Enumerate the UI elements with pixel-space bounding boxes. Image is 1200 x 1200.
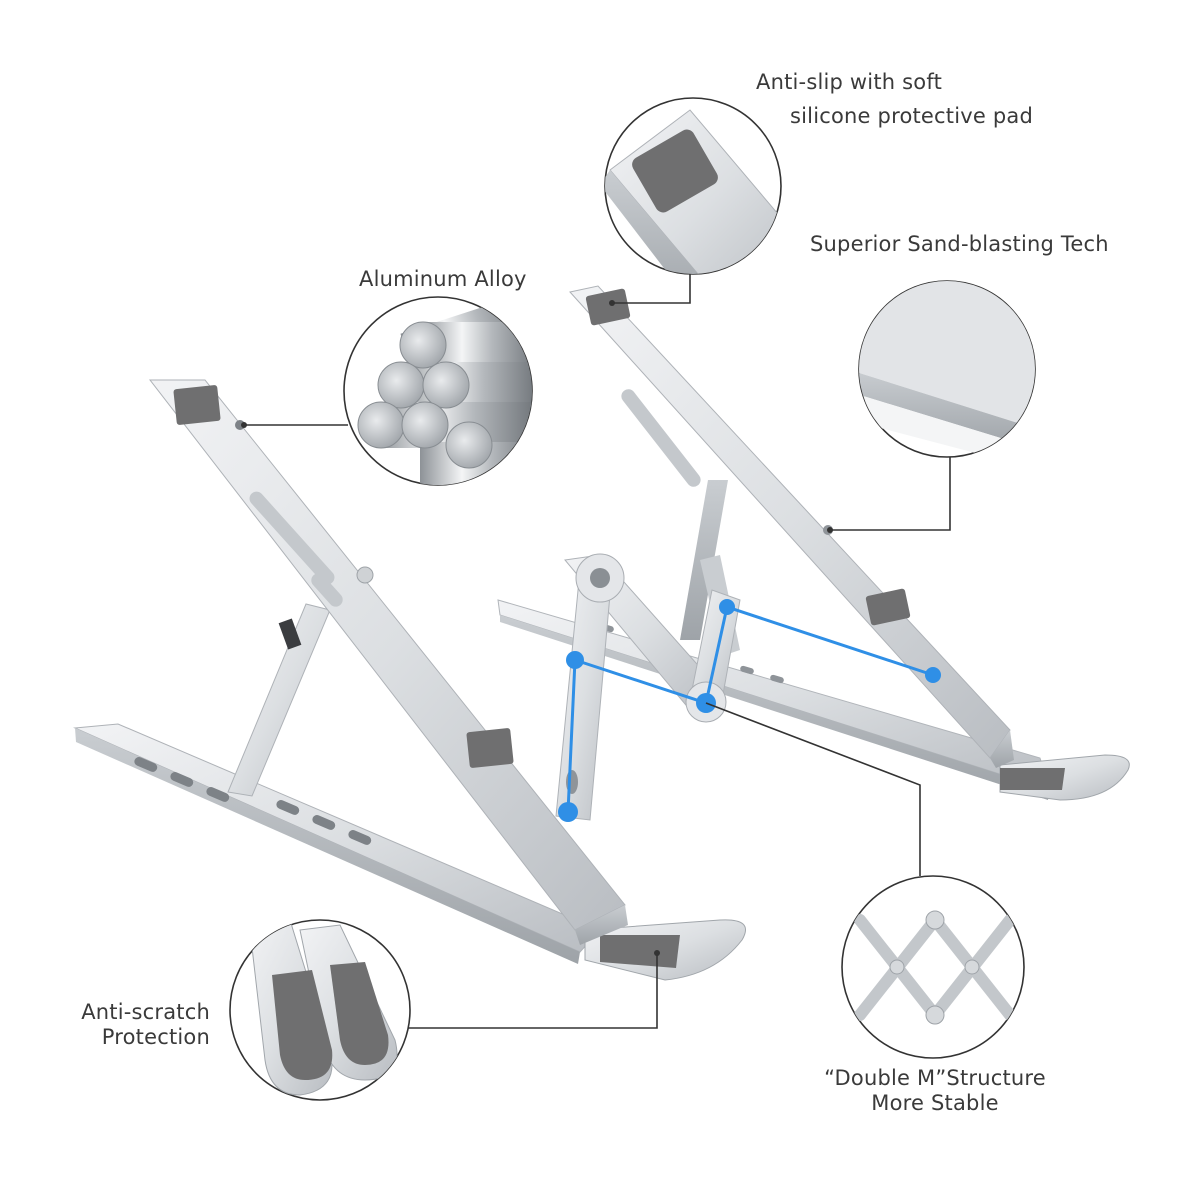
sand-blasting-label: Superior Sand-blasting Tech	[810, 232, 1109, 256]
back-foot-pad	[1000, 768, 1065, 790]
anti-slip-label-line2: silicone protective pad	[790, 104, 1034, 128]
back-support-bar	[569, 285, 1014, 768]
front-foot-pad	[600, 935, 680, 968]
anti-slip-label-line1: Anti-slip with soft	[756, 70, 943, 94]
aluminum-rods-icon	[343, 296, 533, 486]
front-riser-legs	[227, 603, 331, 797]
double-m-hinge	[555, 553, 741, 821]
sandblast-surface-icon	[858, 280, 1036, 458]
front-top-pad	[173, 385, 221, 425]
double-m-label-line1: “Double M”Structure	[824, 1066, 1046, 1090]
front-base-bar	[73, 723, 746, 981]
back-base-bar	[497, 599, 1130, 801]
double-m-hinge-icon	[841, 875, 1025, 1059]
aluminum-alloy-label: Aluminum Alloy	[359, 267, 527, 291]
leader-lines	[244, 272, 951, 1029]
double-m-label: “Double M”Structure More Stable	[800, 1066, 1070, 1116]
front-mid-pad	[466, 728, 514, 768]
anti-scratch-label-line2: Protection	[101, 1025, 210, 1050]
back-top-pad	[585, 288, 631, 326]
anti-scratch-label: Anti-scratch Protection	[40, 1000, 210, 1050]
back-mid-pad	[865, 588, 911, 626]
silicone-pad-icon	[604, 97, 782, 275]
anti-scratch-label-line1: Anti-scratch	[81, 1000, 210, 1024]
foot-hook-icon	[229, 919, 411, 1101]
double-m-label-line2: More Stable	[871, 1091, 999, 1116]
